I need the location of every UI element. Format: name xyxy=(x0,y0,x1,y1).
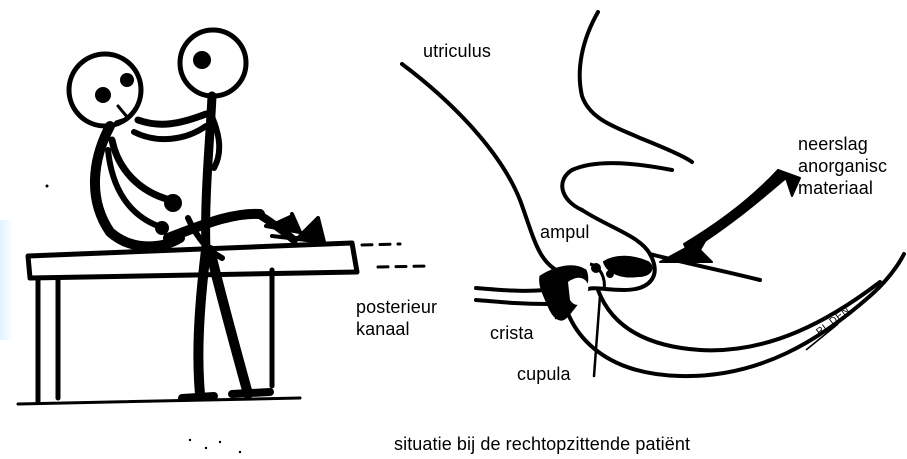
examiner-leg-left xyxy=(198,250,206,394)
label-neerslag-1: neerslag xyxy=(798,134,868,154)
patient-eye-left xyxy=(95,87,111,103)
sediment-blob-3 xyxy=(607,271,613,277)
patient-hand-2 xyxy=(155,221,169,235)
figure-caption: situatie bij de rechtopzittende patiënt xyxy=(394,434,690,454)
patient-arm-2 xyxy=(108,150,158,226)
label-utriculus: utriculus xyxy=(423,41,491,61)
patient-thigh xyxy=(168,214,260,238)
posterior-canal-upper xyxy=(476,288,544,291)
label-kanaal: kanaal xyxy=(356,319,410,339)
arrow-head xyxy=(660,236,712,262)
label-crista: crista xyxy=(490,323,534,343)
sediment-blob-2 xyxy=(592,264,600,272)
label-ampul: ampul xyxy=(540,222,590,242)
face-forehead-nose xyxy=(580,12,692,162)
examiner-head xyxy=(180,30,246,96)
table-top xyxy=(28,243,357,278)
cupula-leader xyxy=(594,296,600,376)
label-cupula: cupula xyxy=(517,364,571,384)
utriculus-inner-wall xyxy=(582,210,655,290)
label-neerslag-2: anorganisc xyxy=(798,156,887,176)
sediment-arrow xyxy=(660,170,800,262)
patient-hand xyxy=(164,194,182,212)
utriculus-outer-wall xyxy=(402,64,560,272)
examiner-arm-2 xyxy=(134,126,206,139)
posterior-canal-lower xyxy=(476,300,548,304)
label-posterieur: posterieur xyxy=(356,297,437,317)
patient-eye-right xyxy=(120,73,134,87)
label-neerslag-3: materiaal xyxy=(798,178,873,198)
examiner-foot-right xyxy=(232,392,270,394)
face-profile xyxy=(562,12,692,210)
cupula-white-region xyxy=(568,278,588,305)
examiner-arm xyxy=(138,114,206,124)
examiner-eye xyxy=(193,51,211,69)
face-lip-upper xyxy=(562,163,672,210)
examiner-foot-left xyxy=(182,396,214,398)
table-dash-lower xyxy=(378,266,430,267)
table-dash-upper xyxy=(362,244,400,245)
